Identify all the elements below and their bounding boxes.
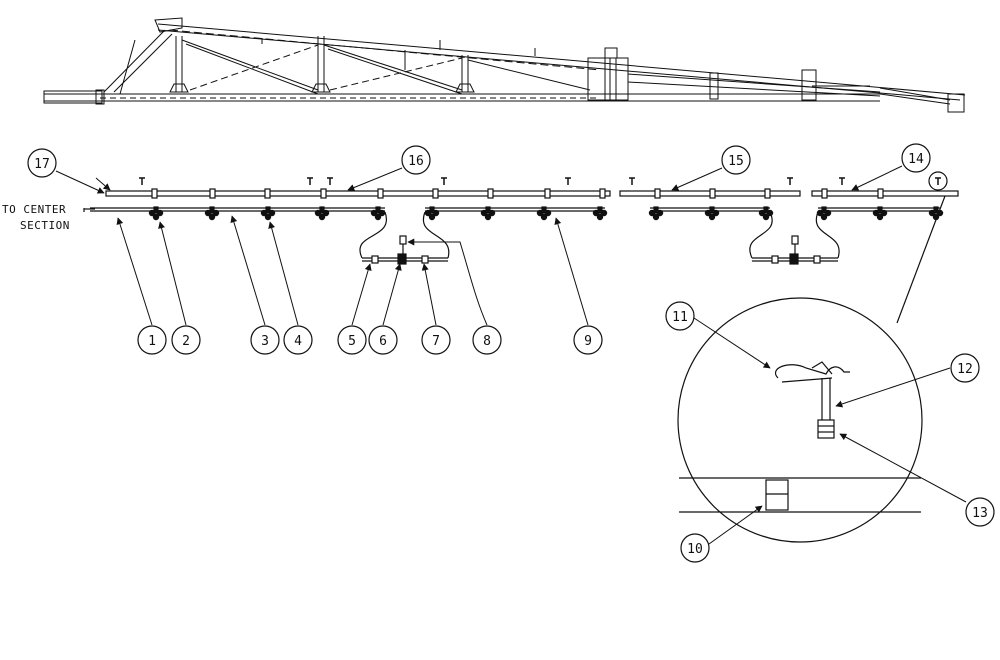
callout-17: 17 (27, 148, 57, 178)
callout-1: 1 (137, 325, 167, 355)
callout-10: 10 (680, 533, 710, 563)
callout-4-label: 4 (294, 334, 302, 349)
callout-6-label: 6 (379, 334, 387, 349)
callout-1-label: 1 (148, 334, 156, 349)
callout-16-label: 16 (408, 154, 424, 169)
boom-side-view (43, 17, 966, 113)
callout-12: 12 (950, 353, 980, 383)
callout-14: 14 (901, 143, 931, 173)
callout-13-label: 13 (972, 506, 988, 521)
note-line-1: TO CENTER (2, 203, 66, 216)
callout-12-label: 12 (957, 362, 973, 377)
callout-5: 5 (337, 325, 367, 355)
callout-7-label: 7 (432, 334, 440, 349)
callout-13: 13 (965, 497, 995, 527)
callout-11: 11 (665, 301, 695, 331)
callout-3-label: 3 (261, 334, 269, 349)
note-line-2: SECTION (20, 219, 70, 232)
callout-8-label: 8 (483, 334, 491, 349)
callout-14-label: 14 (908, 152, 924, 167)
callout-11-label: 11 (672, 310, 688, 325)
callout-16: 16 (401, 145, 431, 175)
plumbing-plan-view (83, 171, 959, 265)
callout-2: 2 (171, 325, 201, 355)
leader-lines (55, 165, 967, 545)
callout-8: 8 (472, 325, 502, 355)
callout-4: 4 (283, 325, 313, 355)
callout-2-label: 2 (182, 334, 190, 349)
callouts: 1 2 3 4 5 6 7 8 9 10 11 12 13 14 15 16 1… (27, 143, 995, 563)
callout-7: 7 (421, 325, 451, 355)
callout-6: 6 (368, 325, 398, 355)
callout-10-label: 10 (687, 542, 703, 557)
detail-view (677, 195, 946, 543)
callout-15-label: 15 (728, 154, 744, 169)
callout-3: 3 (250, 325, 280, 355)
callout-15: 15 (721, 145, 751, 175)
callout-17-label: 17 (34, 157, 50, 172)
callout-5-label: 5 (348, 334, 356, 349)
callout-9: 9 (573, 325, 603, 355)
callout-9-label: 9 (584, 334, 592, 349)
